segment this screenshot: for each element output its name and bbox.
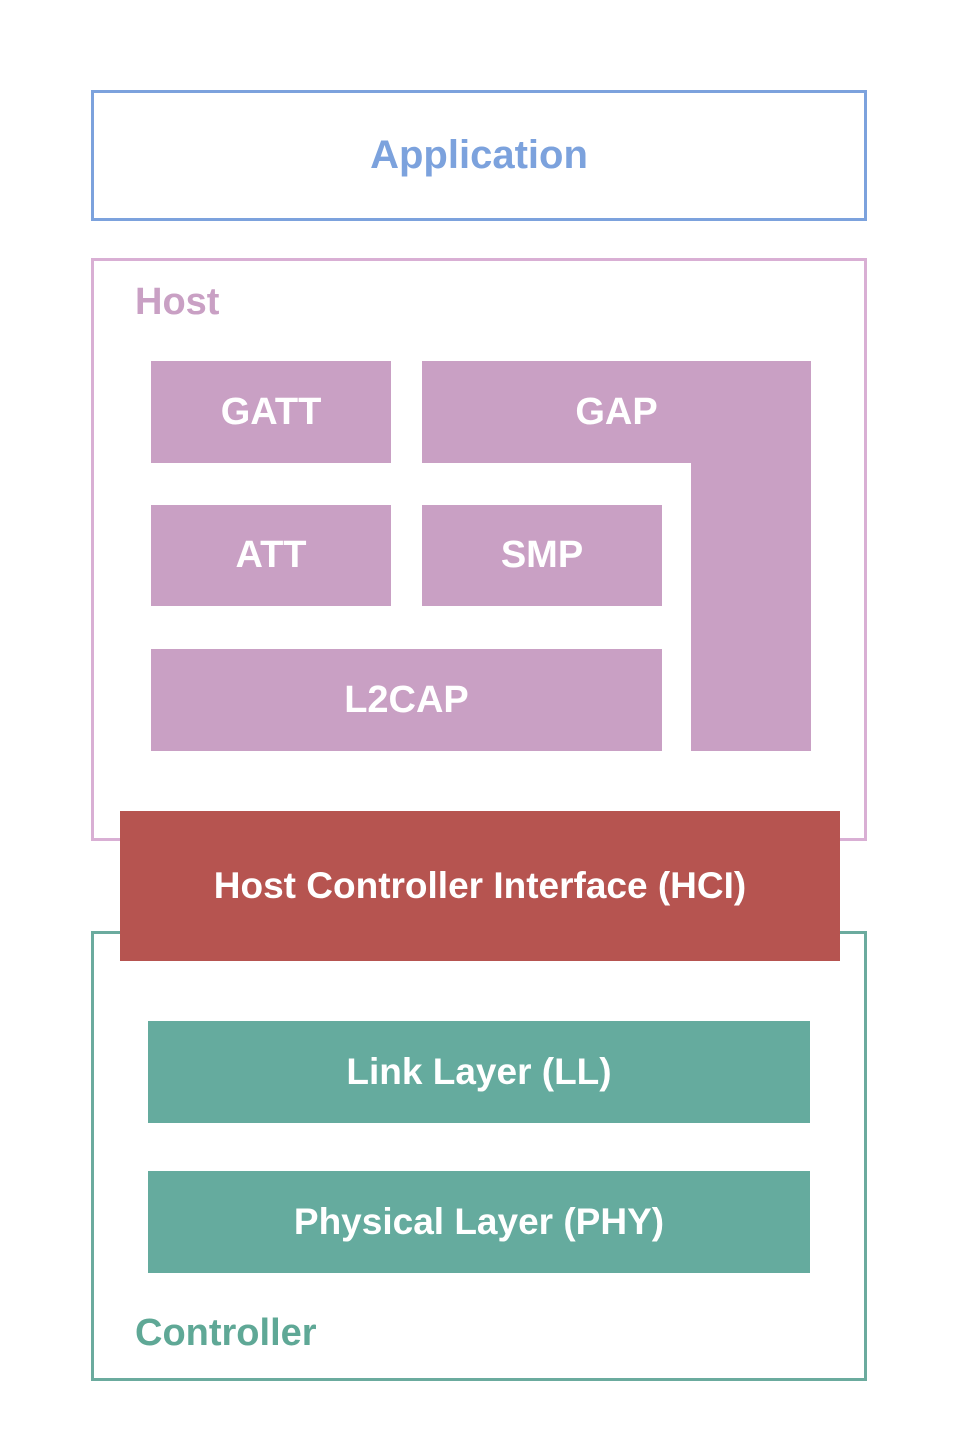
gap-label: GAP bbox=[575, 390, 658, 433]
l2cap-label: L2CAP bbox=[344, 678, 469, 721]
link-layer-block: Link Layer (LL) bbox=[148, 1021, 810, 1123]
att-block: ATT bbox=[151, 505, 391, 606]
gatt-label: GATT bbox=[220, 390, 322, 433]
link-layer-label: Link Layer (LL) bbox=[346, 1051, 612, 1092]
host-label: Host bbox=[135, 281, 220, 323]
att-label: ATT bbox=[235, 534, 307, 576]
physical-layer-block: Physical Layer (PHY) bbox=[148, 1171, 810, 1273]
controller-label: Controller bbox=[135, 1312, 317, 1354]
gatt-block: GATT bbox=[151, 361, 391, 463]
gap-block-arm bbox=[691, 462, 811, 751]
l2cap-block: L2CAP bbox=[151, 649, 662, 751]
application-label: Application bbox=[370, 133, 588, 177]
hci-label: Host Controller Interface (HCI) bbox=[213, 865, 747, 906]
gap-block: GAP bbox=[422, 361, 811, 463]
hci-block: Host Controller Interface (HCI) bbox=[120, 811, 840, 961]
smp-block: SMP bbox=[422, 505, 662, 606]
physical-layer-label: Physical Layer (PHY) bbox=[293, 1201, 665, 1242]
smp-label: SMP bbox=[500, 534, 584, 576]
application-box: Application bbox=[91, 90, 867, 221]
